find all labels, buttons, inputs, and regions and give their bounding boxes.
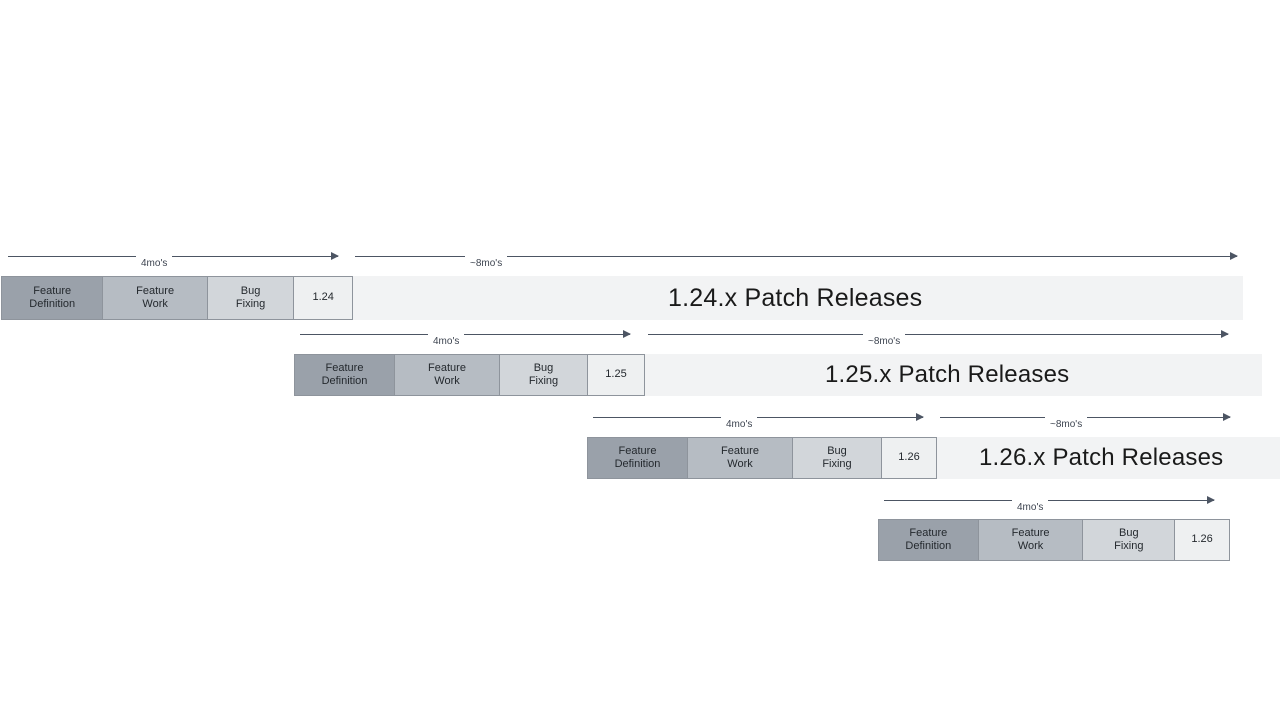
phase-label-line2: Definition xyxy=(614,458,661,470)
phase-feature-definition[interactable]: Feature Definition xyxy=(588,438,688,478)
phase-label-line2: Definition xyxy=(321,375,368,387)
phase-feature-work[interactable]: Feature Work xyxy=(688,438,793,478)
phase-label-line1: Bug xyxy=(827,444,847,457)
measure-line-right-arrow xyxy=(905,330,1229,338)
phase-label-line1: Feature xyxy=(136,284,175,297)
measure-line-left xyxy=(648,333,863,335)
patch-duration-measure-1-25: ~8mo's xyxy=(648,328,1229,347)
phase-label-line1: Bug xyxy=(533,361,554,374)
phase-label-line2: Fixing xyxy=(235,298,266,310)
patch-duration-measure-1-24: ~8mo's xyxy=(355,250,1238,269)
version-tag-1-24[interactable]: 1.24 xyxy=(294,277,352,319)
phase-bug-fixing[interactable]: Bug Fixing xyxy=(1083,520,1176,560)
phase-label-line1: Feature xyxy=(721,444,759,457)
version-tag-1-25[interactable]: 1.25 xyxy=(588,355,644,395)
phase-feature-work[interactable]: Feature Work xyxy=(978,520,1084,560)
phase-label-line2: Work xyxy=(142,298,168,310)
patch-release-bar-1-25: 1.25.x Patch Releases xyxy=(645,354,1262,396)
phase-label-line1: Feature xyxy=(909,526,948,539)
phase-label-line2: Fixing xyxy=(1114,540,1144,552)
dev-duration-label: 4mo's xyxy=(433,335,460,347)
phase-boxes-1-26: Feature Definition Feature Work Bug Fixi… xyxy=(587,437,937,479)
measure-line-right-arrow xyxy=(464,330,631,338)
version-tag-1-26[interactable]: 1.26 xyxy=(882,438,936,478)
patch-duration-label: ~8mo's xyxy=(1050,418,1083,430)
phase-feature-definition[interactable]: Feature Definition xyxy=(2,277,104,319)
measure-line-left xyxy=(593,416,721,418)
phase-label-line2: Work xyxy=(1017,540,1044,552)
phase-label-line2: Fixing xyxy=(822,458,852,470)
patch-release-bar-1-26: 1.26.x Patch Releases xyxy=(937,437,1280,479)
phase-feature-definition[interactable]: Feature Definition xyxy=(879,520,979,560)
phase-label-line1: Feature xyxy=(1011,526,1050,539)
phase-bug-fixing[interactable]: Bug Fixing xyxy=(207,277,295,319)
phase-label-line2: Fixing xyxy=(528,375,559,387)
measure-line-right-arrow xyxy=(172,252,339,260)
measure-line-right-arrow xyxy=(1087,413,1231,421)
measure-line-right-arrow xyxy=(757,413,924,421)
phase-boxes-1-24: Feature Definition Feature Work Bug Fixi… xyxy=(1,276,353,320)
phase-boxes-1-26-next: Feature Definition Feature Work Bug Fixi… xyxy=(878,519,1230,561)
measure-line-right-arrow xyxy=(1048,496,1215,504)
phase-label-line2: Definition xyxy=(29,298,76,310)
phase-label-line1: Feature xyxy=(325,361,364,374)
measure-line-left xyxy=(355,255,465,257)
dev-duration-measure-1-24: 4mo's xyxy=(8,250,339,269)
phase-label-line2: Definition xyxy=(905,540,952,552)
phase-label-line2: Work xyxy=(434,375,460,387)
phase-boxes-1-25: Feature Definition Feature Work Bug Fixi… xyxy=(294,354,645,396)
phase-label-line1: Feature xyxy=(33,284,72,297)
phase-label-line1: Feature xyxy=(428,361,466,374)
patch-duration-label: ~8mo's xyxy=(868,335,901,347)
dev-duration-label: 4mo's xyxy=(141,257,168,269)
version-label: 1.26 xyxy=(1191,533,1213,546)
measure-line-left xyxy=(940,416,1045,418)
dev-duration-measure-1-26-next: 4mo's xyxy=(884,494,1215,513)
dev-duration-label: 4mo's xyxy=(1017,501,1044,513)
phase-feature-work[interactable]: Feature Work xyxy=(103,277,208,319)
patch-duration-label: ~8mo's xyxy=(470,257,503,269)
version-tag-1-26-next[interactable]: 1.26 xyxy=(1175,520,1229,560)
version-label: 1.25 xyxy=(605,368,627,381)
patch-duration-measure-1-26: ~8mo's xyxy=(940,411,1231,430)
measure-line-right-arrow xyxy=(507,252,1238,260)
dev-duration-label: 4mo's xyxy=(726,418,753,430)
phase-label-line2: Work xyxy=(727,458,753,470)
measure-line-left xyxy=(300,333,428,335)
phase-label-line1: Bug xyxy=(1119,526,1139,539)
version-label: 1.24 xyxy=(312,291,334,304)
patch-release-label-1-24: 1.24.x Patch Releases xyxy=(668,283,923,312)
patch-release-label-1-25: 1.25.x Patch Releases xyxy=(825,361,1070,388)
phase-label-line1: Bug xyxy=(240,284,261,297)
measure-line-left xyxy=(884,499,1012,501)
dev-duration-measure-1-26: 4mo's xyxy=(593,411,924,430)
phase-feature-definition[interactable]: Feature Definition xyxy=(295,355,395,395)
version-label: 1.26 xyxy=(898,451,920,464)
phase-bug-fixing[interactable]: Bug Fixing xyxy=(500,355,588,395)
measure-line-left xyxy=(8,255,136,257)
patch-release-bar-1-24: 1.24.x Patch Releases xyxy=(353,276,1243,320)
patch-release-label-1-26: 1.26.x Patch Releases xyxy=(979,444,1224,471)
dev-duration-measure-1-25: 4mo's xyxy=(300,328,631,347)
phase-label-line1: Feature xyxy=(618,444,657,457)
phase-bug-fixing[interactable]: Bug Fixing xyxy=(793,438,882,478)
phase-feature-work[interactable]: Feature Work xyxy=(395,355,500,395)
